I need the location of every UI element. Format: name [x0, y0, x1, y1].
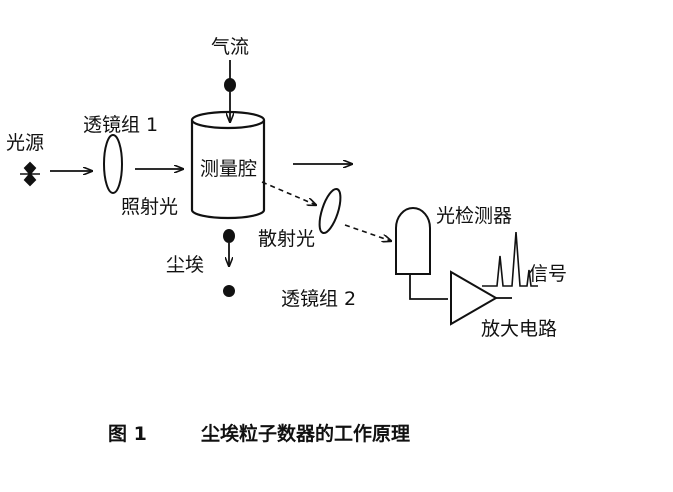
light-source-symbol [20, 161, 40, 187]
scattered-path-2 [344, 224, 391, 241]
figure-caption: 尘埃粒子数器的工作原理 [201, 423, 411, 445]
label-dust: 尘埃 [166, 254, 205, 276]
lens-1 [103, 134, 123, 194]
scattered-path-1 [261, 181, 316, 205]
airflow-inlet [224, 60, 236, 122]
figure-number: 图 1 [108, 423, 147, 445]
measuring-chamber-cylinder [190, 110, 266, 220]
label-scattered-light: 散射光 [258, 228, 316, 250]
detector-wire [409, 274, 448, 300]
label-signal: 信号 [529, 263, 568, 285]
label-photodetector: 光检测器 [436, 205, 513, 227]
label-measuring-chamber: 测量腔 [200, 158, 258, 180]
label-lens-group-2: 透镜组 2 [281, 288, 357, 310]
photodetector-shape [395, 207, 431, 275]
lens-2 [318, 187, 342, 235]
label-light-source: 光源 [6, 132, 45, 154]
signal-waveform [482, 231, 538, 287]
label-illumination-light: 照射光 [121, 196, 179, 218]
label-airflow: 气流 [211, 36, 250, 58]
dust-outlet [223, 229, 235, 297]
label-amplifier-circuit: 放大电路 [481, 318, 558, 340]
amplifier-triangle [450, 270, 498, 326]
label-lens-group-1: 透镜组 1 [83, 114, 159, 136]
dust-particle [223, 285, 235, 297]
